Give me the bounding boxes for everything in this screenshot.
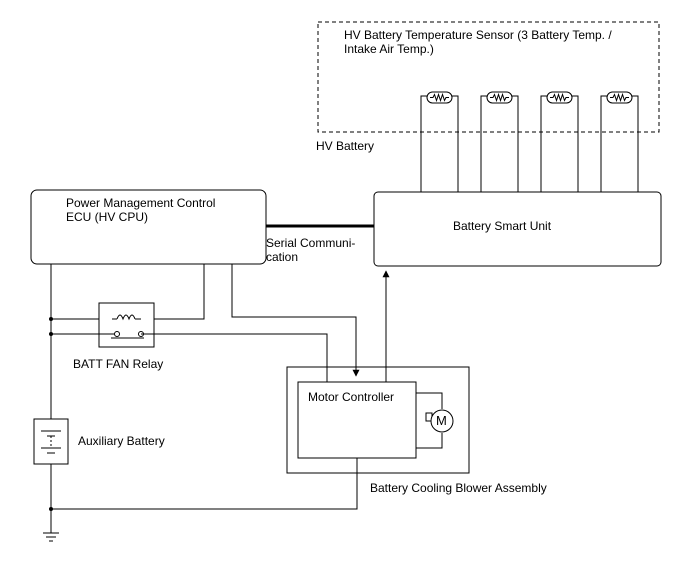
thermistor-3: [540, 91, 579, 192]
blower-assembly-label: Battery Cooling Blower Assembly: [370, 481, 547, 495]
auxiliary-battery-icon: [33, 418, 69, 465]
motor-symbol-label: M: [436, 413, 447, 428]
motor-controller-label: Motor Controller: [308, 390, 395, 404]
ground-icon: [43, 532, 59, 542]
batt-fan-relay-label: BATT FAN Relay: [73, 357, 164, 371]
motor-controller-box: [297, 381, 417, 459]
battery-smart-unit-label: Battery Smart Unit: [453, 219, 552, 233]
motor-icon: [416, 392, 454, 449]
thermistor-4: [600, 91, 639, 192]
blower-assembly-box: [286, 366, 470, 474]
hv-battery-enclosure: [317, 21, 660, 133]
hv-battery-label: HV Battery: [316, 139, 375, 153]
thermistor-sensors: [420, 91, 639, 192]
ecu-label: Power Management Control ECU (HV CPU): [66, 196, 216, 224]
batt-fan-relay-icon: [98, 302, 155, 348]
auxiliary-battery-label: Auxiliary Battery: [78, 434, 165, 448]
junction-dots: [49, 317, 53, 511]
serial-communication-label: Serial Communi- cation: [266, 236, 356, 264]
battery-smart-unit-box: [373, 191, 662, 267]
thermistor-1: [420, 91, 459, 192]
thermistor-2: [480, 91, 519, 192]
temp-sensor-label: HV Battery Temperature Sensor (3 Battery…: [344, 28, 612, 56]
